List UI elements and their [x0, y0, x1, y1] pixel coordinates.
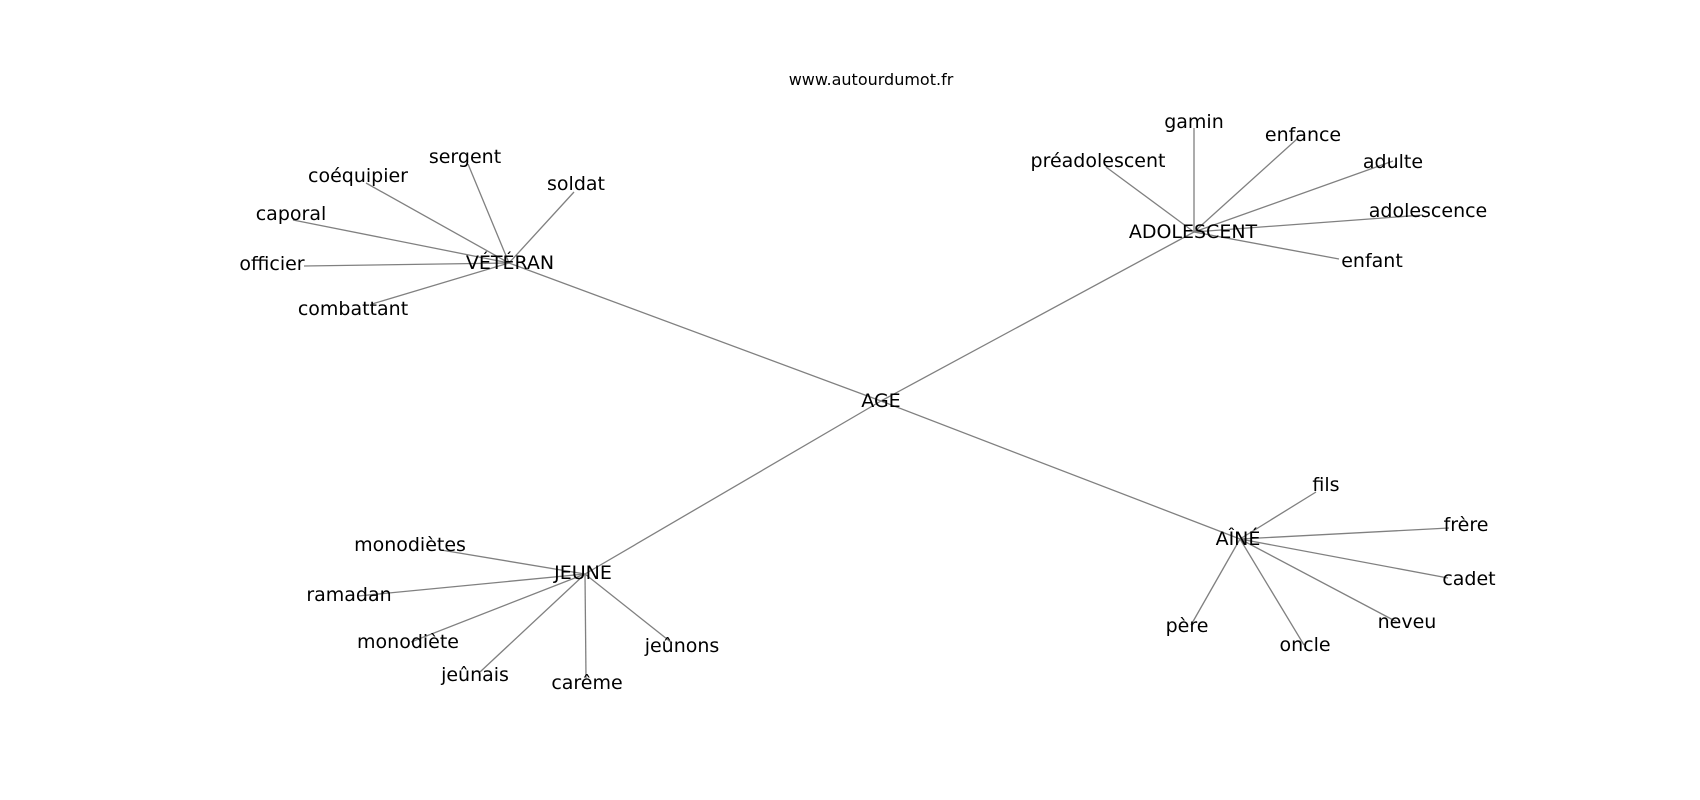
edge-hub-2-leaf-0 [440, 549, 586, 575]
hub-node[interactable]: ADOLESCENT [1129, 221, 1258, 243]
leaf-node[interactable]: jeûnais [440, 664, 509, 686]
edge-hub-2-leaf-4 [584, 573, 587, 679]
edge-hub-0-leaf-0 [508, 191, 575, 264]
hub-node[interactable]: VÉTÉRAN [466, 251, 554, 274]
edge-hub-2-leaf-2 [410, 573, 586, 643]
edge-hub-3-leaf-1 [1239, 527, 1450, 540]
edge-hub-1-leaf-3 [1193, 160, 1394, 233]
edge-hub-1-leaf-1 [1193, 138, 1298, 233]
leaf-node[interactable]: monodiètes [354, 534, 466, 556]
edge-hub-3-leaf-5 [1190, 538, 1241, 626]
edge-hub-1-leaf-2 [1105, 166, 1195, 233]
edge-hub-3-leaf-4 [1239, 538, 1305, 646]
edge-center-hub-0 [508, 262, 882, 402]
edge-hub-2-leaf-1 [357, 573, 586, 597]
leaf-node[interactable]: père [1166, 615, 1209, 637]
leaf-node[interactable]: carême [551, 672, 622, 694]
leaf-node[interactable]: caporal [256, 203, 327, 225]
edge-center-hub-2 [584, 400, 882, 575]
leaf-node[interactable]: jeûnons [644, 635, 720, 657]
edge-hub-3-leaf-0 [1239, 491, 1317, 540]
edge-center-hub-1 [880, 231, 1195, 402]
leaf-node[interactable]: fils [1312, 474, 1339, 496]
leaf-node[interactable]: enfant [1341, 250, 1403, 272]
graph-edges [292, 128, 1450, 679]
graph-nodes: AGE VÉTÉRAN soldat sergent coéquipier caporal… [239, 111, 1495, 694]
hub-node[interactable]: AÎNÉ [1216, 527, 1261, 550]
edge-hub-1-leaf-5 [1193, 231, 1340, 260]
edge-hub-3-leaf-2 [1239, 538, 1449, 579]
leaf-node[interactable]: gamin [1164, 111, 1224, 133]
center-node[interactable]: AGE [861, 390, 900, 412]
leaf-node[interactable]: coéquipier [308, 165, 408, 187]
edge-hub-2-leaf-3 [479, 573, 586, 673]
edge-hub-0-leaf-2 [365, 182, 510, 264]
hub-node[interactable]: JEUNE [553, 562, 612, 584]
leaf-node[interactable]: adolescence [1369, 200, 1488, 222]
edge-hub-0-leaf-4 [303, 262, 510, 267]
leaf-node[interactable]: ramadan [306, 584, 391, 606]
edge-center-hub-3 [880, 400, 1241, 540]
leaf-node[interactable]: monodiète [357, 631, 459, 653]
edge-hub-0-leaf-5 [371, 262, 510, 305]
leaf-node[interactable]: soldat [547, 173, 605, 195]
leaf-node[interactable]: officier [239, 253, 304, 275]
leaf-node[interactable]: adulte [1363, 151, 1423, 173]
leaf-node[interactable]: enfance [1265, 124, 1341, 146]
edge-hub-0-leaf-3 [292, 219, 510, 264]
leaf-node[interactable]: cadet [1442, 568, 1495, 590]
leaf-node[interactable]: sergent [429, 146, 501, 168]
leaf-node[interactable]: oncle [1279, 634, 1330, 656]
site-url: www.autourdumot.fr [788, 70, 954, 89]
leaf-node[interactable]: combattant [298, 298, 408, 320]
edge-hub-3-leaf-3 [1239, 538, 1398, 623]
edge-hub-1-leaf-4 [1193, 214, 1424, 233]
edge-hub-2-leaf-5 [584, 573, 673, 644]
leaf-node[interactable]: frère [1444, 514, 1489, 536]
edge-hub-0-leaf-1 [467, 163, 510, 264]
leaf-node[interactable]: préadolescent [1031, 150, 1166, 172]
leaf-node[interactable]: neveu [1378, 611, 1437, 633]
